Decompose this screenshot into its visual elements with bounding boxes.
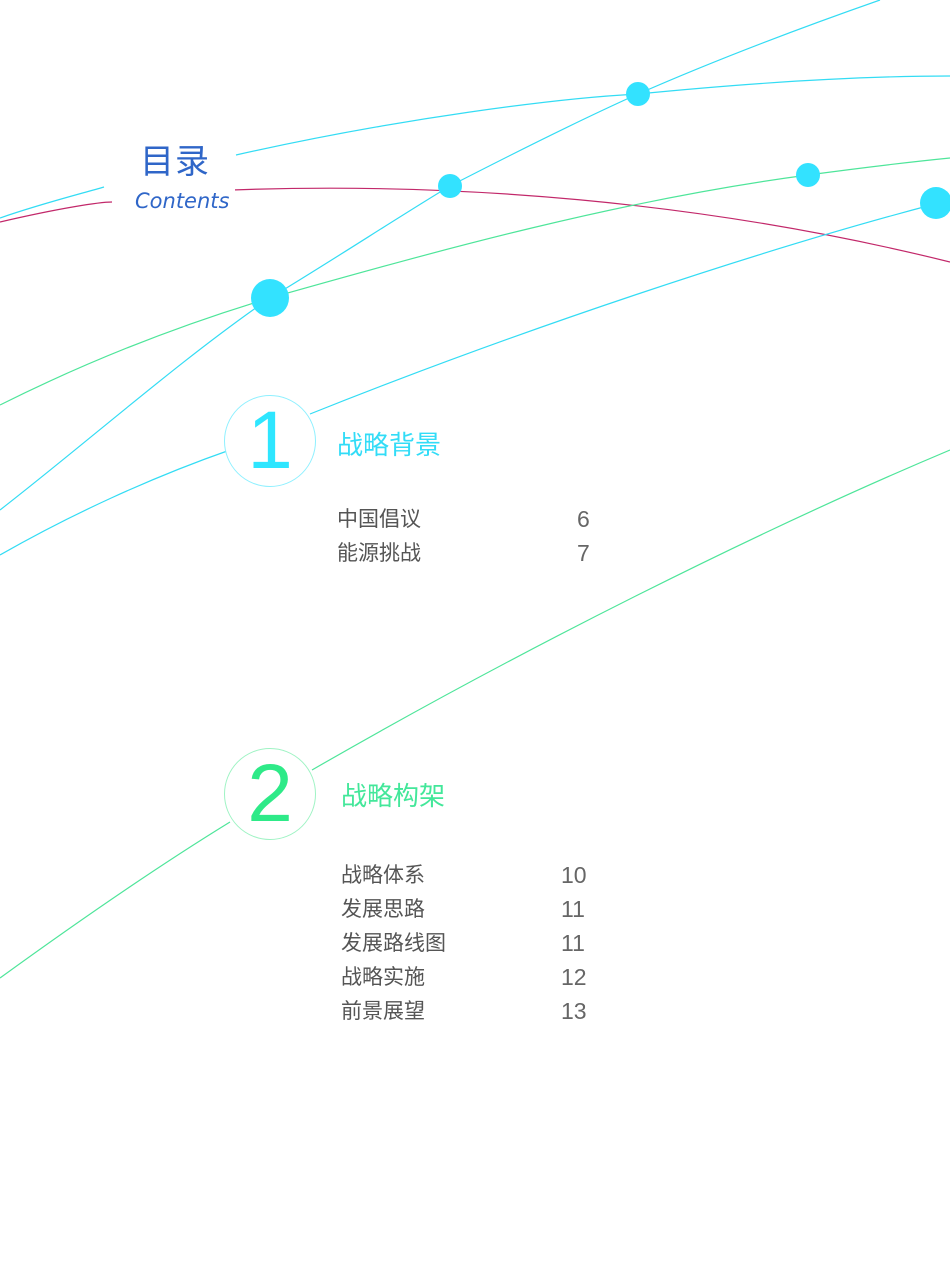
network-node <box>626 82 650 106</box>
section-number-badge: 1 <box>224 395 316 487</box>
toc-entry-page: 11 <box>561 930 585 956</box>
section-number-badge: 2 <box>224 748 316 840</box>
section-entry-list: 中国倡议 6 能源挑战 7 <box>337 502 597 570</box>
section-entry-list: 战略体系 10 发展思路 11 发展路线图 11 战略实施 12 前景展望 13 <box>341 858 601 1028</box>
toc-entry-page: 11 <box>561 896 585 922</box>
cyan-curve-line <box>235 75 950 156</box>
network-node <box>920 187 950 219</box>
toc-entry-label: 战略体系 <box>341 863 425 887</box>
toc-entry[interactable]: 战略体系 10 <box>341 858 601 892</box>
cyan-curve-line <box>269 0 881 299</box>
toc-entry[interactable]: 发展思路 11 <box>341 892 601 926</box>
green-curve-line <box>0 821 231 979</box>
toc-entry-page: 13 <box>561 998 587 1024</box>
toc-entry[interactable]: 中国倡议 6 <box>337 502 597 536</box>
cyan-curve-line <box>309 203 936 415</box>
magenta-arc-line <box>231 187 950 263</box>
page-title: 目录 <box>134 142 216 182</box>
section-title[interactable]: 战略构架 <box>341 782 446 812</box>
toc-entry-page: 12 <box>561 964 587 990</box>
toc-entry-label: 能源挑战 <box>337 541 421 565</box>
network-node <box>251 279 289 317</box>
network-node <box>438 174 462 198</box>
toc-entry[interactable]: 发展路线图 11 <box>341 926 601 960</box>
network-node <box>796 163 820 187</box>
green-curve-line <box>311 449 950 771</box>
toc-entry[interactable]: 战略实施 12 <box>341 960 601 994</box>
toc-entry-label: 战略实施 <box>341 965 425 989</box>
cyan-curve-line <box>0 186 105 219</box>
toc-entry-page: 6 <box>577 506 590 532</box>
toc-entry-label: 前景展望 <box>341 999 425 1023</box>
toc-entry-page: 7 <box>577 540 590 566</box>
toc-entry-label: 发展路线图 <box>341 931 446 955</box>
green-curve-line <box>0 157 950 406</box>
cyan-curve-line <box>0 297 271 511</box>
toc-entry[interactable]: 能源挑战 7 <box>337 536 597 570</box>
magenta-arc-line <box>0 201 113 223</box>
page-subtitle: Contents <box>129 188 236 214</box>
toc-entry-label: 中国倡议 <box>337 507 421 531</box>
section-title[interactable]: 战略背景 <box>337 431 442 461</box>
toc-entry[interactable]: 前景展望 13 <box>341 994 601 1028</box>
toc-entry-page: 10 <box>561 862 587 888</box>
toc-entry-label: 发展思路 <box>341 897 425 921</box>
cyan-curve-line <box>0 449 231 556</box>
